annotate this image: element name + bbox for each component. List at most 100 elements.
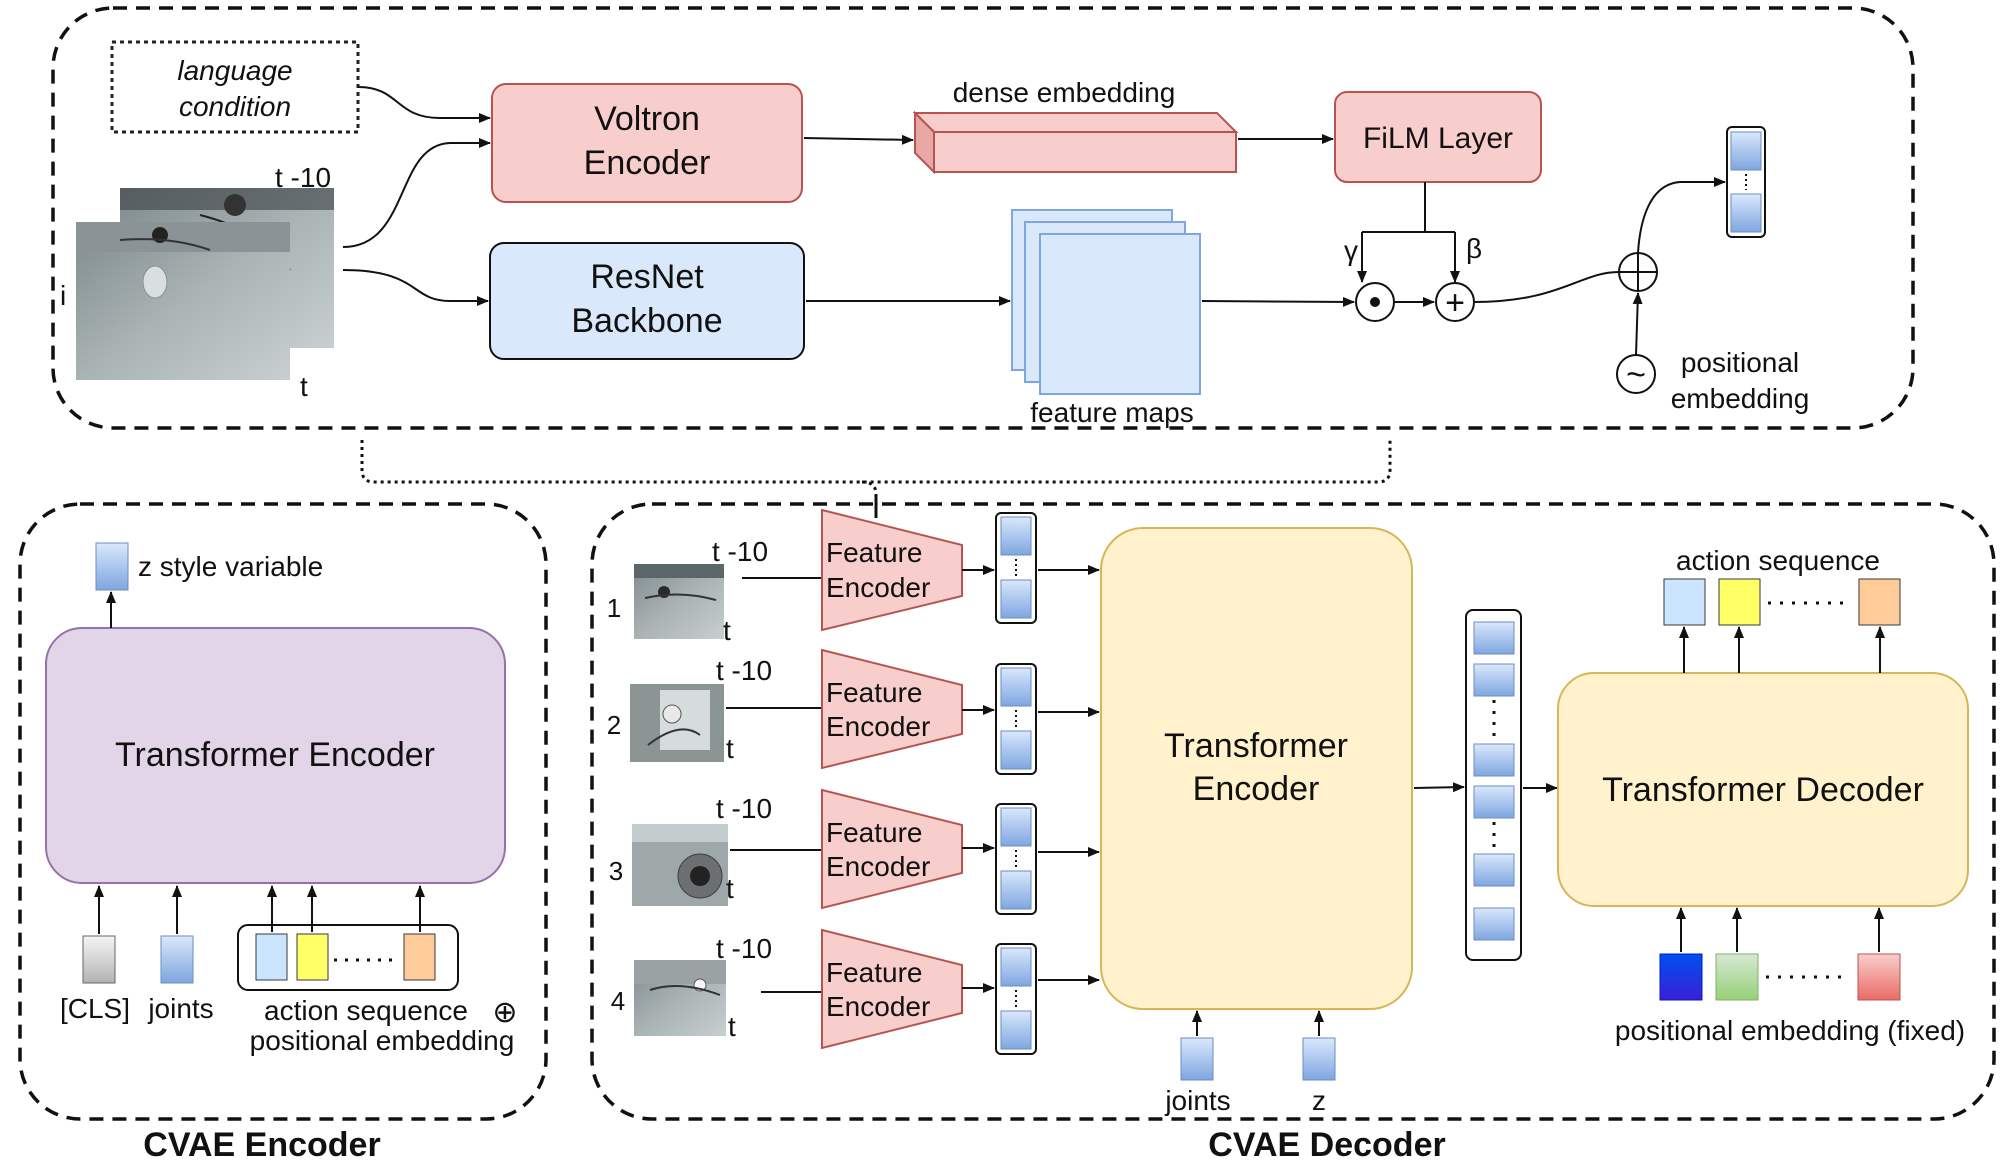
language-condition-line1: language — [177, 55, 292, 86]
svg-text:Encoder: Encoder — [826, 991, 930, 1022]
transformer-decoder-box — [1557, 672, 1969, 907]
output-token-top — [1730, 131, 1762, 171]
joints-label: joints — [147, 993, 213, 1024]
fixed-pos-emb-token-2 — [1715, 953, 1759, 1001]
image-to-voltron-arrow — [342, 138, 491, 248]
language-condition-line2: condition — [179, 91, 291, 122]
encoder-action-token-1 — [255, 933, 288, 981]
fixed-pos-emb-label: positional embedding (fixed) — [1615, 1015, 1965, 1046]
voltron-encoder-line2: Encoder — [584, 144, 711, 182]
resnet-backbone-line1: ResNet — [590, 258, 704, 296]
svg-text:t: t — [728, 1011, 736, 1042]
svg-text:t: t — [726, 873, 734, 904]
encoder-action-token-2 — [296, 933, 329, 981]
dense-embedding-bar — [912, 110, 1239, 175]
cvae-decoder-title: CVAE Decoder — [1208, 1126, 1445, 1164]
gamma-label: γ — [1344, 235, 1358, 266]
encoder-pos-emb-label: positional embedding — [250, 1025, 515, 1056]
oplus-to-token-arrow — [1637, 177, 1726, 254]
decoder-transformer-encoder-box — [1100, 527, 1413, 1010]
film-layer-label: FiLM Layer — [1363, 122, 1513, 155]
top-to-decoder-connector — [360, 440, 1392, 508]
svg-text:Feature: Feature — [826, 677, 923, 708]
svg-text:Feature: Feature — [826, 537, 923, 568]
decoder-joints-token — [1180, 1037, 1214, 1081]
top-positional-embedding-line1: positional — [1681, 347, 1799, 378]
decoder-transformer-encoder-line2: Encoder — [1193, 770, 1320, 808]
frame-stack-top-label: t -10 — [275, 162, 331, 193]
cls-label: [CLS] — [60, 993, 130, 1024]
oplus-cross — [1619, 253, 1657, 291]
backbone-group-border — [51, 6, 1915, 430]
sinusoid-to-oplus-arrow — [1632, 292, 1643, 356]
decoder-action-token-n — [1858, 578, 1901, 626]
svg-text:Encoder: Encoder — [826, 711, 930, 742]
svg-text:2: 2 — [607, 710, 621, 740]
add-node-symbol: + — [1445, 284, 1465, 322]
film-split-line — [1362, 182, 1455, 233]
svg-text:1: 1 — [607, 593, 621, 623]
beta-label: β — [1466, 233, 1482, 264]
output-token-bottom — [1730, 193, 1762, 233]
cvae-encoder-group-border — [18, 502, 548, 1121]
cvae-transformer-encoder-box — [45, 627, 506, 884]
svg-text:Feature: Feature — [826, 957, 923, 988]
decoder-z-token — [1302, 1037, 1336, 1081]
voltron-encoder-box — [491, 83, 803, 203]
top-positional-embedding-line2: embedding — [1671, 383, 1810, 414]
decoder-transformer-encoder-line1: Transformer — [1164, 727, 1348, 765]
cvae-transformer-encoder-label: Transformer Encoder — [115, 736, 435, 774]
feature-encoder-3: Feature Encoder — [821, 788, 963, 910]
frame-stack-bottom-label: t — [300, 371, 308, 402]
feature-encoder-2: Feature Encoder — [821, 648, 963, 770]
hadamard-dot — [1370, 297, 1380, 307]
svg-text:t -10: t -10 — [712, 536, 768, 567]
cvae-encoder-title: CVAE Encoder — [143, 1126, 380, 1164]
decoder-joints-label: joints — [1164, 1085, 1230, 1116]
encoder-oplus-symbol: ⊕ — [492, 996, 517, 1029]
resnet-backbone-line2: Backbone — [571, 302, 722, 340]
decoder-action-sequence-label: action sequence — [1676, 545, 1880, 576]
svg-text:3: 3 — [609, 856, 623, 886]
encoder-action-seq-group — [237, 924, 459, 991]
transformer-decoder-label: Transformer Decoder — [1602, 771, 1924, 809]
svg-text:Feature: Feature — [826, 817, 923, 848]
encoded-token-cells — [1473, 621, 1515, 941]
svg-text:Encoder: Encoder — [826, 572, 930, 603]
sinusoid-symbol: ~ — [1626, 356, 1646, 394]
image-to-resnet-arrow — [342, 269, 489, 306]
z-style-token — [95, 542, 129, 591]
z-style-label: z style variable — [138, 551, 323, 582]
encoder-action-token-n — [403, 933, 436, 981]
decoder-action-token-1 — [1663, 578, 1706, 626]
svg-text:t: t — [726, 733, 734, 764]
svg-text:t -10: t -10 — [716, 793, 772, 824]
cls-token — [82, 935, 116, 984]
camera-token-stack-3 — [962, 803, 1100, 915]
film-layer-box — [1334, 91, 1542, 183]
featuremaps-to-odot-arrow — [1201, 296, 1355, 307]
svg-text:4: 4 — [611, 986, 625, 1016]
language-condition-box — [110, 40, 360, 134]
encoder-to-stack-arrow — [1413, 782, 1465, 793]
camera-token-stack-4 — [962, 943, 1100, 1055]
fixed-pos-emb-token-n — [1857, 953, 1901, 1001]
voltron-to-dense-arrow — [803, 134, 914, 145]
camera-frame-stack — [76, 188, 334, 380]
encoder-action-seq-label: action sequence — [264, 995, 468, 1026]
feature-maps-label: feature maps — [1030, 397, 1193, 428]
cvae-decoder-group-border — [590, 502, 1996, 1121]
svg-text:t -10: t -10 — [716, 655, 772, 686]
camera-row-1: 1 t -10 t — [607, 536, 822, 646]
camera-row-3: 3 t -10 t — [609, 793, 822, 906]
frame-stack-side-label: i — [60, 280, 66, 311]
language-to-voltron-arrow — [357, 86, 491, 123]
feature-encoder-4: Feature Encoder — [821, 928, 963, 1050]
feature-maps-stack — [1011, 209, 1201, 395]
resnet-backbone-box — [489, 242, 805, 360]
svg-text:t: t — [723, 615, 731, 646]
decoder-action-token-2 — [1718, 578, 1761, 626]
svg-text:Encoder: Encoder — [826, 851, 930, 882]
plus-to-oplus-line — [1473, 271, 1620, 303]
